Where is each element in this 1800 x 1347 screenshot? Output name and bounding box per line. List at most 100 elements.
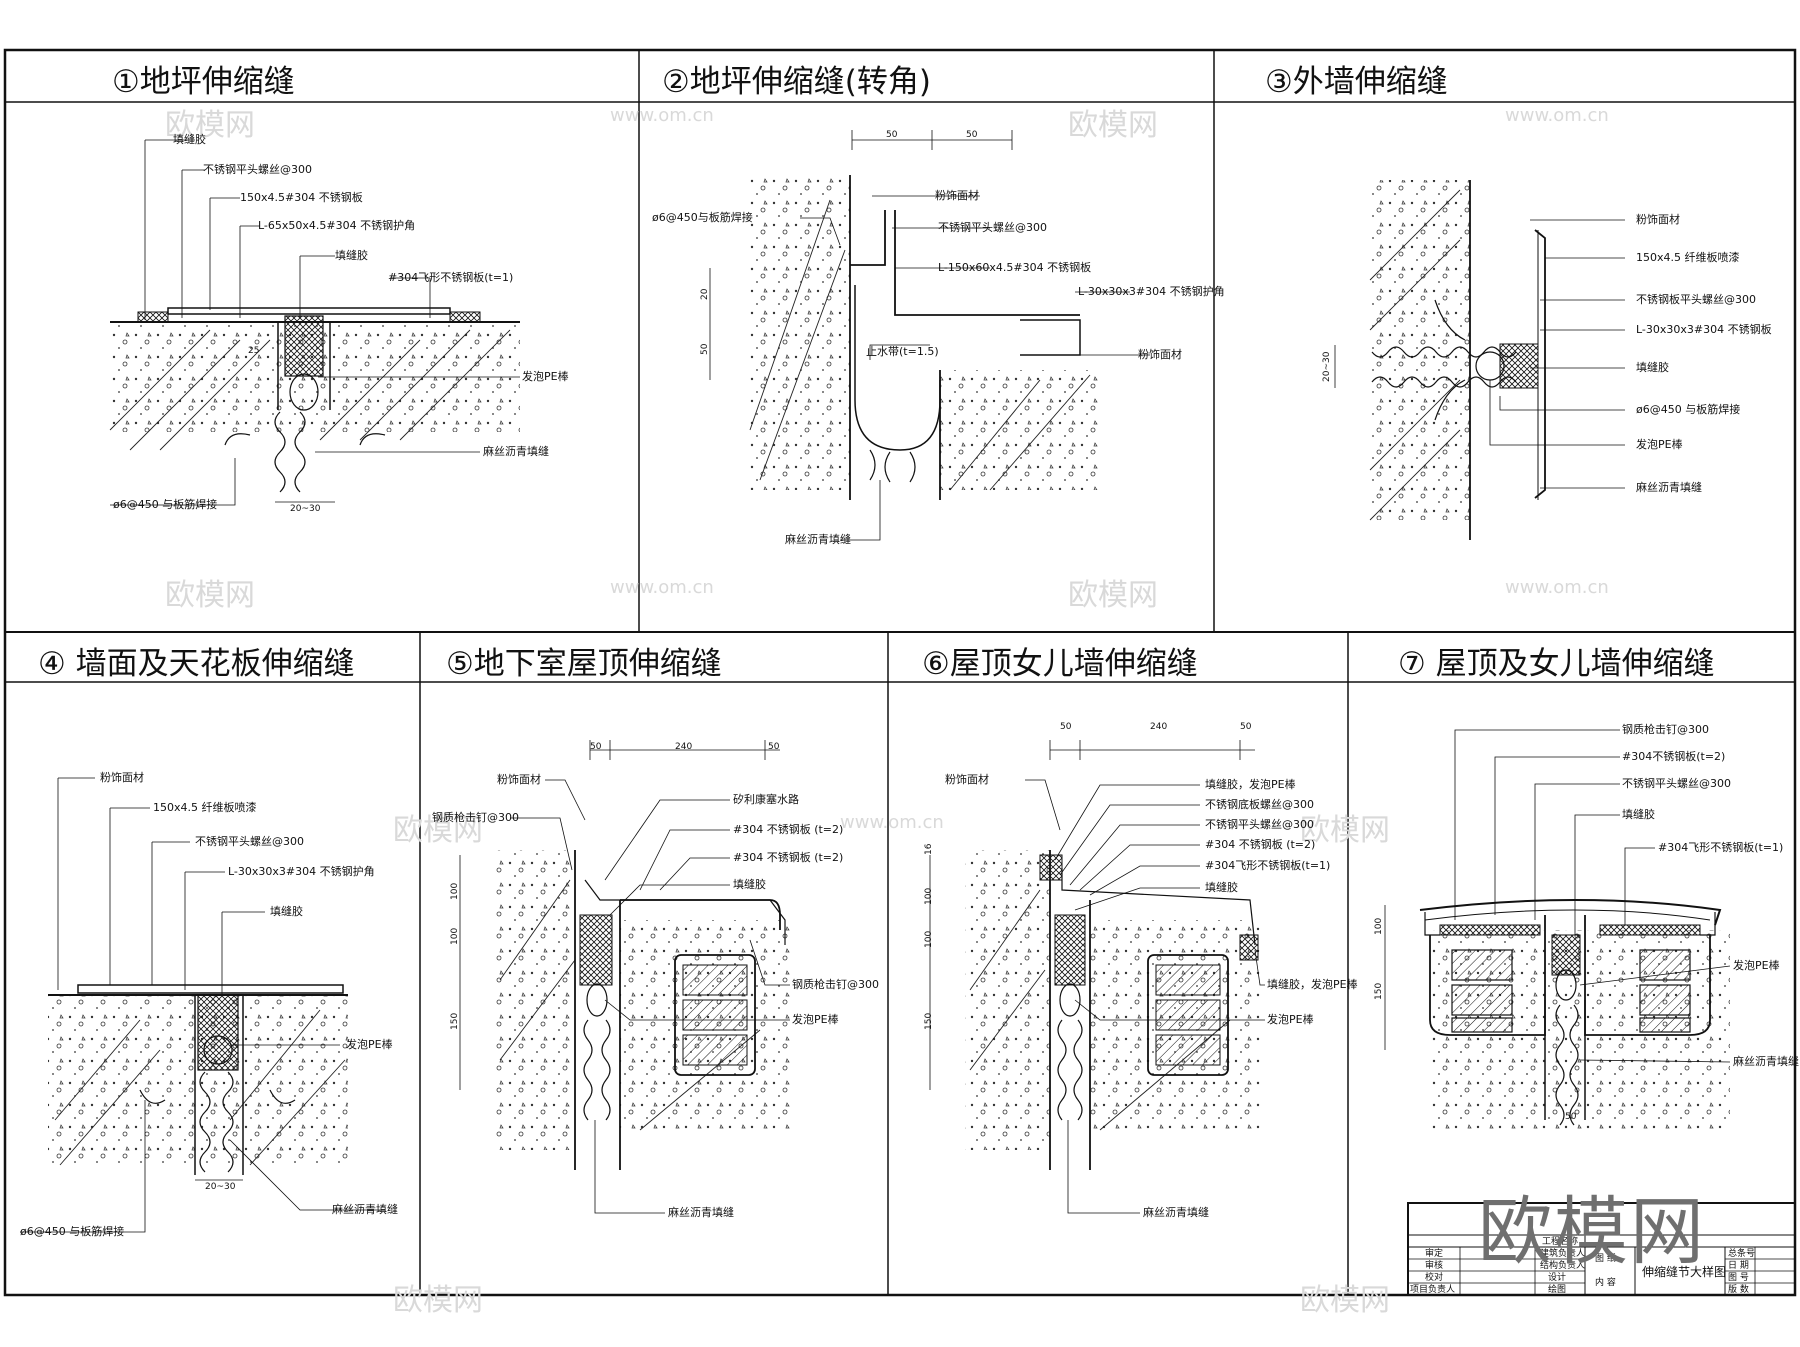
callout-label: #304 不锈钢板 (t=2) (733, 823, 844, 836)
callout-label: 发泡PE棒 (522, 370, 569, 383)
callout-label: 150x4.5 纤维板喷漆 (153, 801, 257, 814)
title-block-drawing-name: 伸缩缝节大样图 (1642, 1265, 1727, 1279)
callout-label: 粉饰面材 (935, 189, 979, 202)
callout-label: 发泡PE棒 (1636, 438, 1683, 451)
callout-label: 粉饰面材 (1636, 213, 1680, 226)
detail-2-corner-joint (709, 130, 1150, 541)
dimension: 240 (675, 742, 693, 752)
detail-3-exterior-wall-joint (1334, 180, 1625, 540)
callout-label: ø6@450 与板筋焊接 (20, 1225, 125, 1238)
callout-label: 粉饰面材 (100, 771, 144, 784)
callout-label: 钢质枪击钉@300 (432, 811, 519, 824)
watermark: 欧模网 (165, 578, 255, 613)
dimension: 100 (1374, 917, 1384, 935)
sheet-frame (3, 48, 1797, 1297)
callout-label: L-30x30x3#304 不锈钢护角 (228, 865, 375, 878)
callout-label: 粉饰面材 (945, 773, 989, 786)
callout-label: 钢质枪击钉@300 (792, 978, 879, 991)
callout-label: 填缝胶 (270, 905, 303, 918)
title-block-field: 日 期 (1728, 1261, 1749, 1271)
dimension: 50 (966, 130, 978, 140)
callout-label: 发泡PE棒 (792, 1013, 839, 1026)
title-block-drawing-label: 内 容 (1595, 1278, 1616, 1288)
title-block-role: 项目负责人 (1410, 1285, 1456, 1295)
title-block-role: 结构负责人 (1540, 1261, 1586, 1271)
callout-label: 不锈钢平头螺丝@300 (203, 163, 312, 176)
dimension: 100 (924, 930, 934, 948)
callout-label: #304 不锈钢板 (t=2) (1205, 838, 1316, 851)
watermark: 欧模网 (165, 108, 255, 143)
detail-5-basement-roof-joint (459, 740, 790, 1214)
detail-1-floor-joint (109, 139, 520, 506)
callout-label: 麻丝沥青填缝 (483, 445, 549, 458)
callout-label: 钢质枪击钉@300 (1622, 723, 1709, 736)
callout-label: 150x4.5#304 不锈钢板 (240, 191, 363, 204)
dimension: 150 (924, 1012, 934, 1030)
watermark-url: www.om.cn (1505, 577, 1609, 598)
title-block-role: 校对 (1425, 1273, 1444, 1283)
callout-label: 不锈钢板平头螺丝@300 (1636, 293, 1756, 306)
callout-label: L-30x30x3#304 不锈钢板 (1636, 323, 1772, 336)
dimension: 150 (450, 1012, 460, 1030)
panel-2-title: ②地坪伸缩缝(转角) (662, 64, 931, 100)
callout-label: 麻丝沥青填缝 (668, 1206, 734, 1219)
title-block-field: 图 号 (1728, 1273, 1749, 1283)
dimension: 50 (590, 742, 602, 752)
callout-label: 麻丝沥青填缝 (785, 533, 851, 546)
callout-label: L-150x60x4.5#304 不锈钢板 (938, 261, 1092, 274)
callout-label: 粉饰面材 (1138, 348, 1182, 361)
dimension: 20 (700, 288, 710, 300)
watermark-url: www.om.cn (840, 812, 944, 833)
title-block-role: 审定 (1425, 1249, 1444, 1259)
dimension: 20~30 (290, 504, 321, 514)
callout-label: 矽利康塞水路 (733, 793, 799, 806)
watermark: 欧模网 (1068, 108, 1158, 143)
watermark: 欧模网 (393, 1283, 483, 1318)
callout-label: ø6@450 与板筋焊接 (113, 498, 218, 511)
dimension: 20~30 (205, 1182, 236, 1192)
dimension: 50 (1565, 1112, 1577, 1122)
callout-label: 填缝胶，发泡PE棒 (1267, 978, 1358, 991)
dimension: 50 (700, 343, 710, 355)
callout-label: 发泡PE棒 (1267, 1013, 1314, 1026)
title-block-field: 总条号 (1728, 1249, 1756, 1259)
panel-6-title: ⑥屋顶女儿墙伸缩缝 (922, 646, 1198, 682)
callout-label: 不锈钢底板螺丝@300 (1205, 798, 1314, 811)
title-block-role: 绘图 (1548, 1285, 1567, 1295)
title-block-project-label: 工程名称 (1542, 1237, 1579, 1247)
callout-label: 填缝胶 (1636, 361, 1669, 374)
title-block-field: 版 数 (1728, 1285, 1749, 1295)
callout-label: 不锈钢平头螺丝@300 (195, 835, 304, 848)
watermark: 欧模网 (1300, 1283, 1390, 1318)
detail-4-wall-ceiling-joint (20, 777, 385, 1233)
callout-label: 填缝胶，发泡PE棒 (1205, 778, 1296, 791)
title-block-role: 设计 (1548, 1273, 1567, 1283)
callout-label: L-30x30x3#304 不锈钢护角 (1078, 285, 1225, 298)
callout-label: #304飞形不锈钢板(t=1) (1658, 841, 1784, 854)
dimension: 150 (1374, 982, 1384, 1000)
dimension: 100 (450, 927, 460, 945)
watermark: 欧模网 (1068, 578, 1158, 613)
dimension: 50 (768, 742, 780, 752)
watermark-url: www.om.cn (1505, 105, 1609, 126)
dimension: 25 (248, 346, 260, 356)
callout-label: 止水带(t=1.5) (866, 345, 939, 358)
panel-3-title: ③外墙伸缩缝 (1265, 64, 1448, 100)
dimension: 100 (450, 882, 460, 900)
dimension: 240 (1150, 722, 1168, 732)
callout-label: 填缝胶 (1622, 808, 1655, 821)
callout-label: 麻丝沥青填缝 (1733, 1055, 1799, 1068)
callout-label: L-65x50x4.5#304 不锈钢护角 (258, 219, 416, 232)
watermark-url: www.om.cn (610, 105, 714, 126)
panel-1-title: ①地坪伸缩缝 (112, 64, 295, 100)
panel-4-title: ④ 墙面及天花板伸缩缝 (38, 646, 355, 682)
title-block-role: 审核 (1425, 1261, 1444, 1271)
dimension: 16 (924, 843, 934, 855)
panel-7-title: ⑦ 屋顶及女儿墙伸缩缝 (1398, 646, 1715, 682)
callout-label: 麻丝沥青填缝 (1636, 481, 1702, 494)
dimension: 50 (1240, 722, 1252, 732)
callout-label: #304飞形不锈钢板(t=1) (388, 271, 514, 284)
callout-label: 麻丝沥青填缝 (1143, 1206, 1209, 1219)
detail-6-parapet-roof-joint (929, 740, 1265, 1214)
